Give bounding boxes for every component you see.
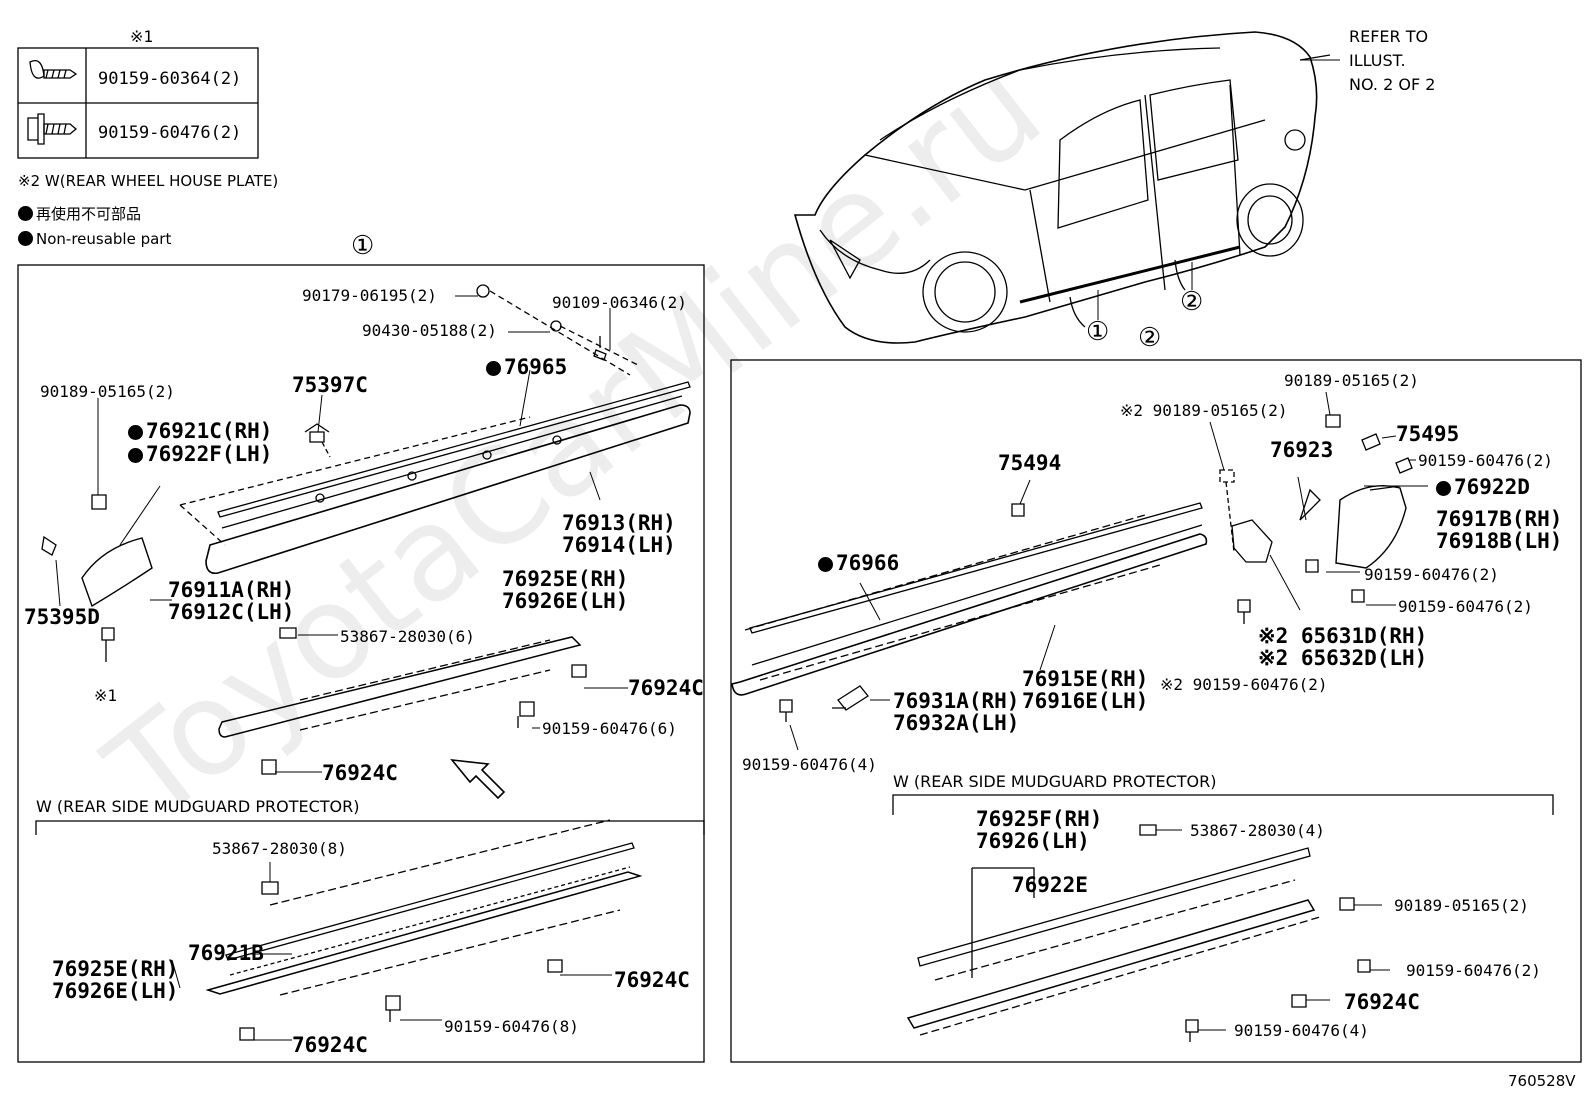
label-p2-90189-n2: ※2 90189-05165(2) xyxy=(1120,401,1288,420)
label-p2-76922d: 76922D xyxy=(1436,476,1530,498)
panel1-sub-title: W (REAR SIDE MUDGUARD PROTECTOR) xyxy=(36,797,360,816)
label-76914: 76914(LH) xyxy=(562,533,676,557)
refer-line3: NO. 2 OF 2 xyxy=(1349,75,1436,94)
label-p2-76917b: 76917B(RH) xyxy=(1436,507,1563,531)
nonreusable-en: Non-reusable part xyxy=(18,230,171,248)
label-p2-90159-4a: 90159-60476(4) xyxy=(742,755,877,774)
car-circle-1: ① xyxy=(1086,317,1110,347)
label-note1: ※1 xyxy=(94,686,118,705)
label-sub1-90159-8: 90159-60476(8) xyxy=(444,1017,579,1036)
label-76926e: 76926E(LH) xyxy=(502,589,629,613)
label-p2-sub-90189: 90189-05165(2) xyxy=(1394,896,1529,915)
label-sub1-76924c-b: 76924C xyxy=(292,1033,368,1057)
label-p2-76923: 76923 xyxy=(1270,438,1334,462)
label-p2-76925f: 76925F(RH) xyxy=(976,807,1103,831)
label-p2-sub-53867: 53867-28030(4) xyxy=(1190,821,1325,840)
panel2-parts xyxy=(731,414,1413,1042)
screw-hex-icon xyxy=(27,113,78,145)
label-sub1-76925e: 76925E(RH) xyxy=(52,957,179,981)
label-p2-76915e: 76915E(RH) xyxy=(1022,667,1149,691)
refer-line2: ILLUST. xyxy=(1349,51,1406,70)
label-90179: 90179-06195(2) xyxy=(302,286,437,305)
label-76922f: 76922F(LH) xyxy=(128,443,272,465)
label-76925e: 76925E(RH) xyxy=(502,567,629,591)
label-76924c-a: 76924C xyxy=(628,676,704,700)
car-circle-2b: ② xyxy=(1180,287,1204,317)
label-76965: 76965 xyxy=(486,356,567,378)
label-75395d: 75395D xyxy=(24,605,100,629)
fastener-row-1-part: 90159-60364(2) xyxy=(98,69,242,89)
label-p2-90159-r2: 90159-60476(2) xyxy=(1364,565,1499,584)
label-sub1-76926e: 76926E(LH) xyxy=(52,979,179,1003)
label-p2-sub-76924c: 76924C xyxy=(1344,990,1420,1014)
note-rear-wheel-house: ※2 W(REAR WHEEL HOUSE PLATE) xyxy=(18,172,279,190)
screw-flange-icon xyxy=(29,59,78,79)
label-sub1-76921b: 76921B xyxy=(188,941,264,965)
nonreusable-jp: 再使用不可部品 xyxy=(18,205,141,223)
label-p2-90159-r1: 90159-60476(2) xyxy=(1418,451,1553,470)
refer-line1: REFER TO xyxy=(1349,27,1429,46)
label-p2-90159-r3: 90159-60476(2) xyxy=(1398,597,1533,616)
label-p2-76932a: 76932A(LH) xyxy=(893,711,1020,735)
label-90430: 90430-05188(2) xyxy=(362,321,497,340)
label-p2-76922e: 76922E xyxy=(1012,873,1088,897)
label-p2-sub-90159-2: 90159-60476(2) xyxy=(1406,961,1541,980)
figure-code: 760528V xyxy=(1508,1072,1576,1090)
label-76912c: 76912C(LH) xyxy=(168,600,295,624)
label-53867-6: 53867-28030(6) xyxy=(340,627,475,646)
label-76913: 76913(RH) xyxy=(562,511,676,535)
label-75397c: 75397C xyxy=(292,373,368,397)
label-76911a: 76911A(RH) xyxy=(168,578,295,602)
label-p2-76966: 76966 xyxy=(818,552,899,574)
label-p2-65632d: ※2 65632D(LH) xyxy=(1258,646,1428,670)
label-76924c-b: 76924C xyxy=(322,761,398,785)
label-sub1-76924c-a: 76924C xyxy=(614,968,690,992)
label-76921c: 76921C(RH) xyxy=(128,420,272,442)
circle-1-label: ① xyxy=(351,231,375,261)
label-p2-sub-90159-4: 90159-60476(4) xyxy=(1234,1021,1369,1040)
label-90159-6: 90159-60476(6) xyxy=(542,719,677,738)
label-p2-90159-n2: ※2 90159-60476(2) xyxy=(1160,675,1328,694)
label-p2-76931a: 76931A(RH) xyxy=(893,689,1020,713)
fastener-table-note: ※1 xyxy=(130,27,154,46)
fastener-row-2-part: 90159-60476(2) xyxy=(98,123,242,143)
label-p2-76918b: 76918B(LH) xyxy=(1436,529,1563,553)
label-p2-75495: 75495 xyxy=(1396,422,1460,446)
leader-lines xyxy=(55,59,1428,1041)
label-90109: 90109-06346(2) xyxy=(552,293,687,312)
label-p2-76916e: 76916E(LH) xyxy=(1022,689,1149,713)
label-90189: 90189-05165(2) xyxy=(40,382,175,401)
panel1-parts xyxy=(41,284,691,1041)
label-sub1-53867: 53867-28030(8) xyxy=(212,839,347,858)
label-p2-65631d: ※2 65631D(RH) xyxy=(1258,624,1428,648)
label-p2-90189: 90189-05165(2) xyxy=(1284,371,1419,390)
car-illustration xyxy=(793,31,1331,344)
label-p2-75494: 75494 xyxy=(998,451,1062,475)
panel2-sub-title: W (REAR SIDE MUDGUARD PROTECTOR) xyxy=(893,772,1217,791)
car-circle-2: ② xyxy=(1138,323,1162,353)
label-p2-76926: 76926(LH) xyxy=(976,829,1090,853)
